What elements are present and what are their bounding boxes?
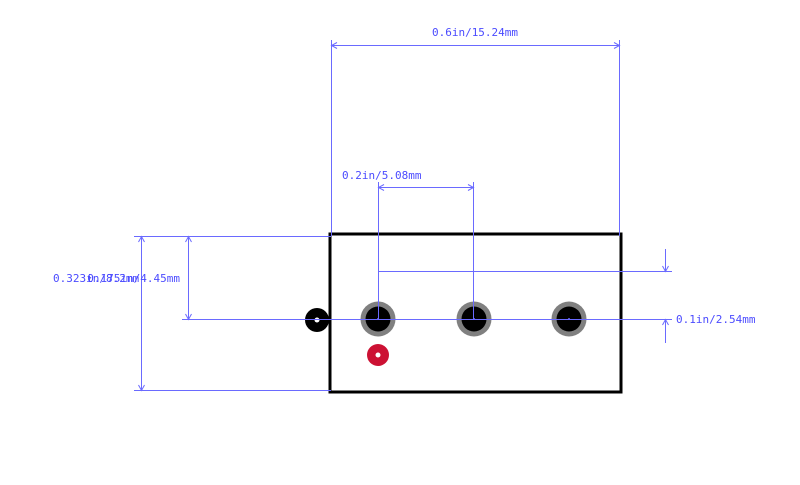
dimension-height-to-pin: 0.175in/4.45mm [87,235,378,321]
dimension-height-to-pin-label: 0.175in/4.45mm [87,272,180,285]
body-outline [328,232,623,394]
dimension-pin-pitch: 0.2in/5.08mm [342,169,475,319]
component-body [328,232,623,394]
dimension-width-total-label: 0.6in/15.24mm [432,26,518,39]
dimension-width-total: 0.6in/15.24mm [330,26,621,236]
dimension-height-total: 0.323in/8.2mm [53,235,331,392]
pin1-marker [367,344,389,366]
dimension-pin-offset: 0.1in/2.54mm [378,249,756,343]
dimension-pin-offset-label: 0.1in/2.54mm [676,313,756,326]
dimension-pin-pitch-label: 0.2in/5.08mm [342,169,422,182]
dimension-height-total-label: 0.323in/8.2mm [53,272,139,285]
